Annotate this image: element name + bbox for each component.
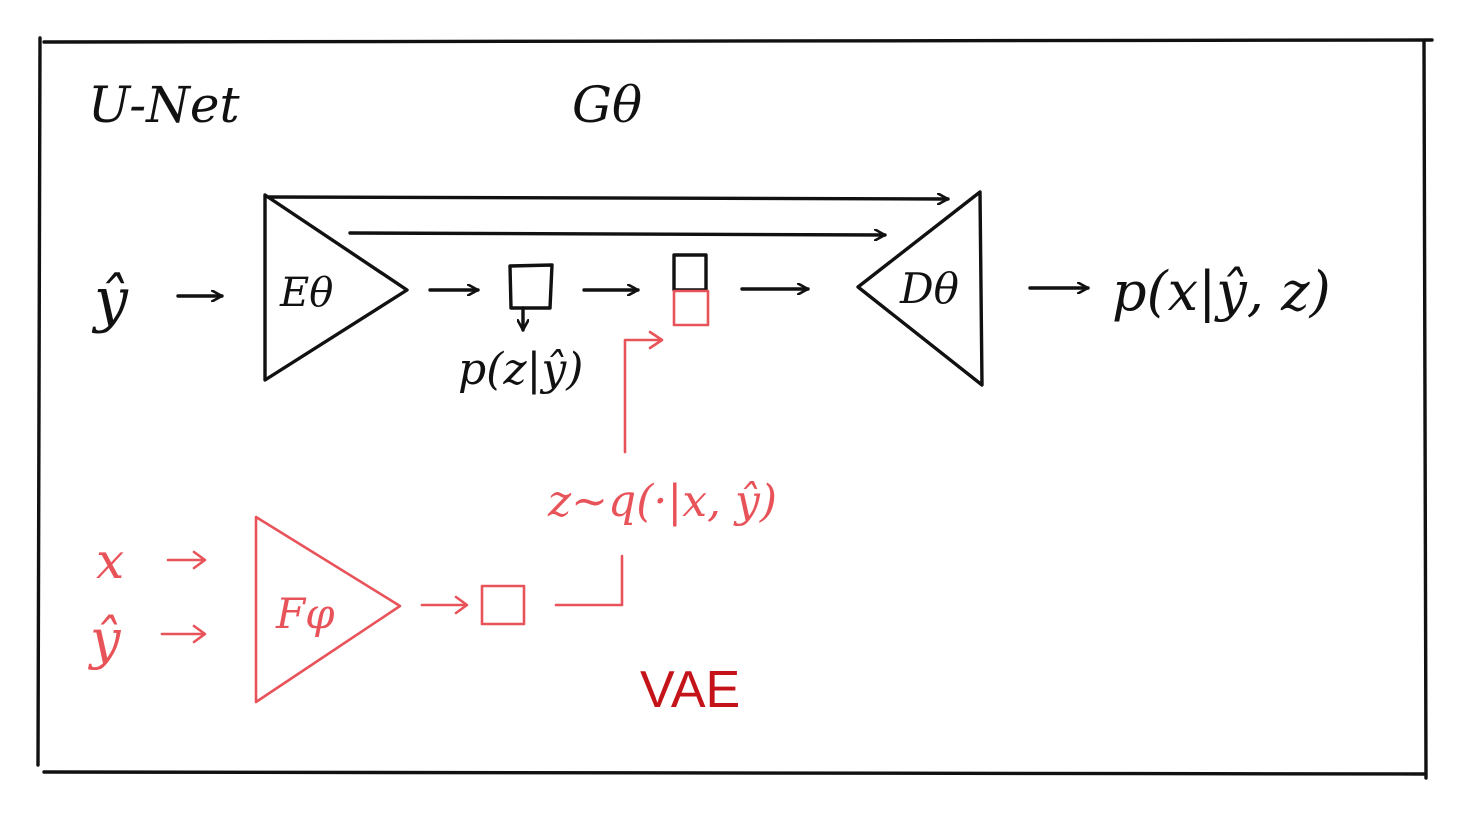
vae-encoder-triangle [254,515,402,704]
unet-label: U-Net [88,76,240,134]
encoder-label: Eθ [279,270,333,316]
vae-branch: z~q(·|x, ŷ) x ŷ Fφ VAE [88,289,777,719]
skip-connection-inner [348,233,887,235]
decoder-triangle [856,190,984,387]
prior-label: p(z|ŷ) [458,344,583,395]
decoder-label: Dθ [899,264,959,313]
input-y-hat: ŷ [91,265,129,335]
arrow-sample-to-concat [623,338,662,454]
encoder-triangle [263,193,409,382]
vae-latent-box [480,584,526,626]
skip-connection-outer [266,197,950,199]
diagram-frame [36,36,1434,780]
posterior-sample-label: z~q(·|x, ŷ) [547,476,777,527]
concat-box-bottom [672,289,710,327]
vae-encoder-label: Fφ [275,589,335,638]
input-x: x [96,532,124,590]
vae-title: VAE [640,661,740,719]
concat-box-top [672,253,708,292]
line-latent-to-sample [554,554,624,607]
unet-branch: ŷ Eθ p(z|ŷ) Dθ p(x|ŷ, z) [91,190,1331,395]
latent-box [508,263,554,310]
input-y-hat-vae: ŷ [88,608,122,671]
output-label: p(x|ŷ, z) [1112,260,1331,323]
generator-label: Gθ [572,76,642,134]
